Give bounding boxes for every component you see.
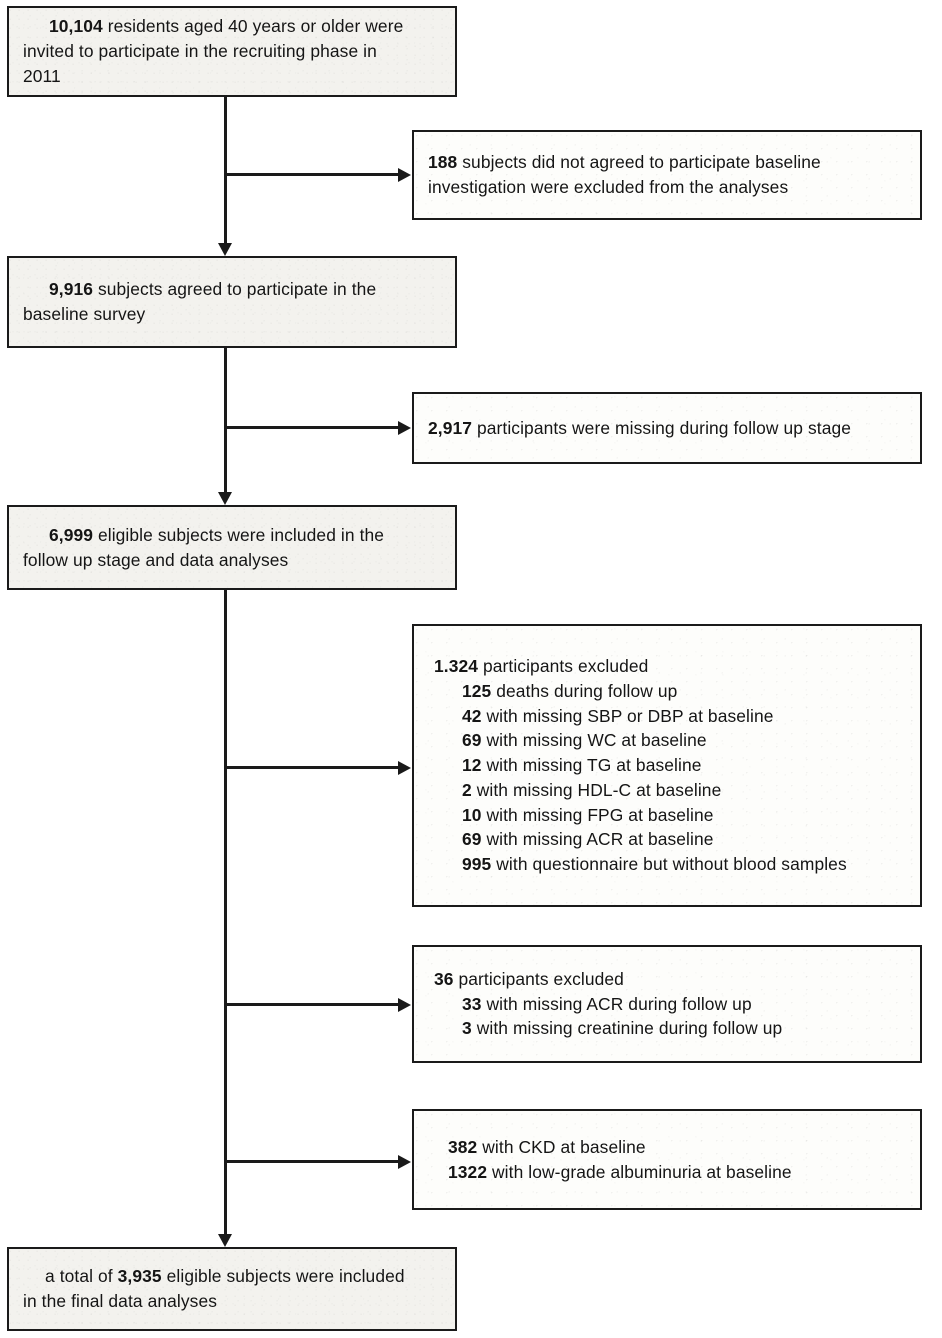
connector-trunk-3 [224, 590, 227, 1235]
node-eligible-followup-line2: follow up stage and data analyses [23, 549, 289, 570]
excluded-baseline-item: 125 deaths during follow up [462, 681, 678, 702]
node-not-agreed-line2: investigation were excluded from the ana… [428, 177, 789, 197]
arrow-down-to-eligible-followup [218, 492, 232, 505]
arrow-right-to-excluded-ckd [398, 1155, 411, 1169]
node-agreed-baseline-line2: baseline survey [23, 304, 146, 324]
node-final-analysis: a total of 3,935 eligible subjects were … [7, 1247, 457, 1331]
connector-branch-1324 [226, 766, 400, 769]
arrow-right-to-missing-followup [398, 421, 411, 435]
node-missing-followup-line1: 2,917 participants were missing during f… [428, 417, 852, 438]
excluded-baseline-item: 42 with missing SBP or DBP at baseline [462, 705, 774, 726]
node-excluded-followup-count: 36 [434, 968, 454, 989]
node-not-agreed-count: 188 [428, 152, 458, 173]
excluded-baseline-item: 69 with missing WC at baseline [462, 730, 707, 751]
node-agreed-baseline: 9,916 subjects agreed to participate in … [7, 256, 457, 348]
node-eligible-followup-count: 6,999 [49, 524, 94, 545]
node-excluded-followup-head: 36 participants excluded [434, 968, 624, 989]
arrow-down-to-agreed-baseline [218, 243, 232, 256]
excluded-baseline-item: 69 with missing ACR at baseline [462, 829, 714, 850]
arrow-right-to-excluded-followup [398, 998, 411, 1012]
connector-trunk-2 [224, 348, 227, 493]
node-final-analysis-count: 3,935 [117, 1266, 162, 1287]
node-excluded-baseline: 1.324 participants excluded 125 deaths d… [412, 624, 922, 907]
arrow-down-to-final-analysis [218, 1234, 232, 1247]
connector-branch-ckd [226, 1160, 400, 1163]
excluded-baseline-item: 995 with questionnaire but without blood… [462, 853, 847, 874]
excluded-baseline-item: 12 with missing TG at baseline [462, 755, 702, 776]
node-eligible-followup-line1: 6,999 eligible subjects were included in… [49, 524, 385, 545]
node-agreed-baseline-line1: 9,916 subjects agreed to participate in … [49, 279, 377, 300]
connector-branch-188 [226, 173, 400, 176]
excluded-followup-item: 33 with missing ACR during follow up [462, 993, 752, 1014]
arrow-right-to-excluded-baseline [398, 761, 411, 775]
node-excluded-followup: 36 participants excluded 33 with missing… [412, 945, 922, 1063]
node-recruited-line3: 2011 [23, 65, 61, 86]
node-eligible-followup: 6,999 eligible subjects were included in… [7, 505, 457, 590]
connector-branch-36 [226, 1003, 400, 1006]
node-excluded-baseline-count: 1.324 [434, 656, 479, 677]
node-recruited: 10,104 residents aged 40 years or older … [7, 6, 457, 97]
node-not-agreed-line1: 188 subjects did not agreed to participa… [428, 152, 821, 173]
node-excluded-baseline-head: 1.324 participants excluded [434, 656, 649, 677]
node-not-agreed: 188 subjects did not agreed to participa… [412, 130, 922, 220]
excluded-baseline-item: 2 with missing HDL-C at baseline [462, 779, 722, 800]
node-missing-followup-count: 2,917 [428, 417, 473, 438]
excluded-baseline-item: 10 with missing FPG at baseline [462, 804, 714, 825]
connector-trunk-1 [224, 97, 227, 244]
node-recruited-line2: invited to participate in the recruiting… [23, 41, 377, 62]
node-recruited-line1: 10,104 residents aged 40 years or older … [49, 16, 404, 37]
arrow-right-to-not-agreed [398, 168, 411, 182]
node-recruited-count: 10,104 [49, 16, 103, 37]
connector-branch-2917 [226, 426, 400, 429]
excluded-followup-item: 3 with missing creatinine during follow … [462, 1018, 783, 1039]
node-final-analysis-line1: a total of 3,935 eligible subjects were … [45, 1266, 405, 1287]
excluded-ckd-item: 1322 with low-grade albuminuria at basel… [448, 1161, 792, 1182]
node-excluded-ckd: 382 with CKD at baseline 1322 with low-g… [412, 1109, 922, 1210]
node-agreed-baseline-count: 9,916 [49, 279, 94, 300]
node-final-analysis-line2: in the final data analyses [23, 1291, 218, 1311]
excluded-ckd-item: 382 with CKD at baseline [448, 1136, 646, 1157]
node-missing-followup: 2,917 participants were missing during f… [412, 392, 922, 464]
